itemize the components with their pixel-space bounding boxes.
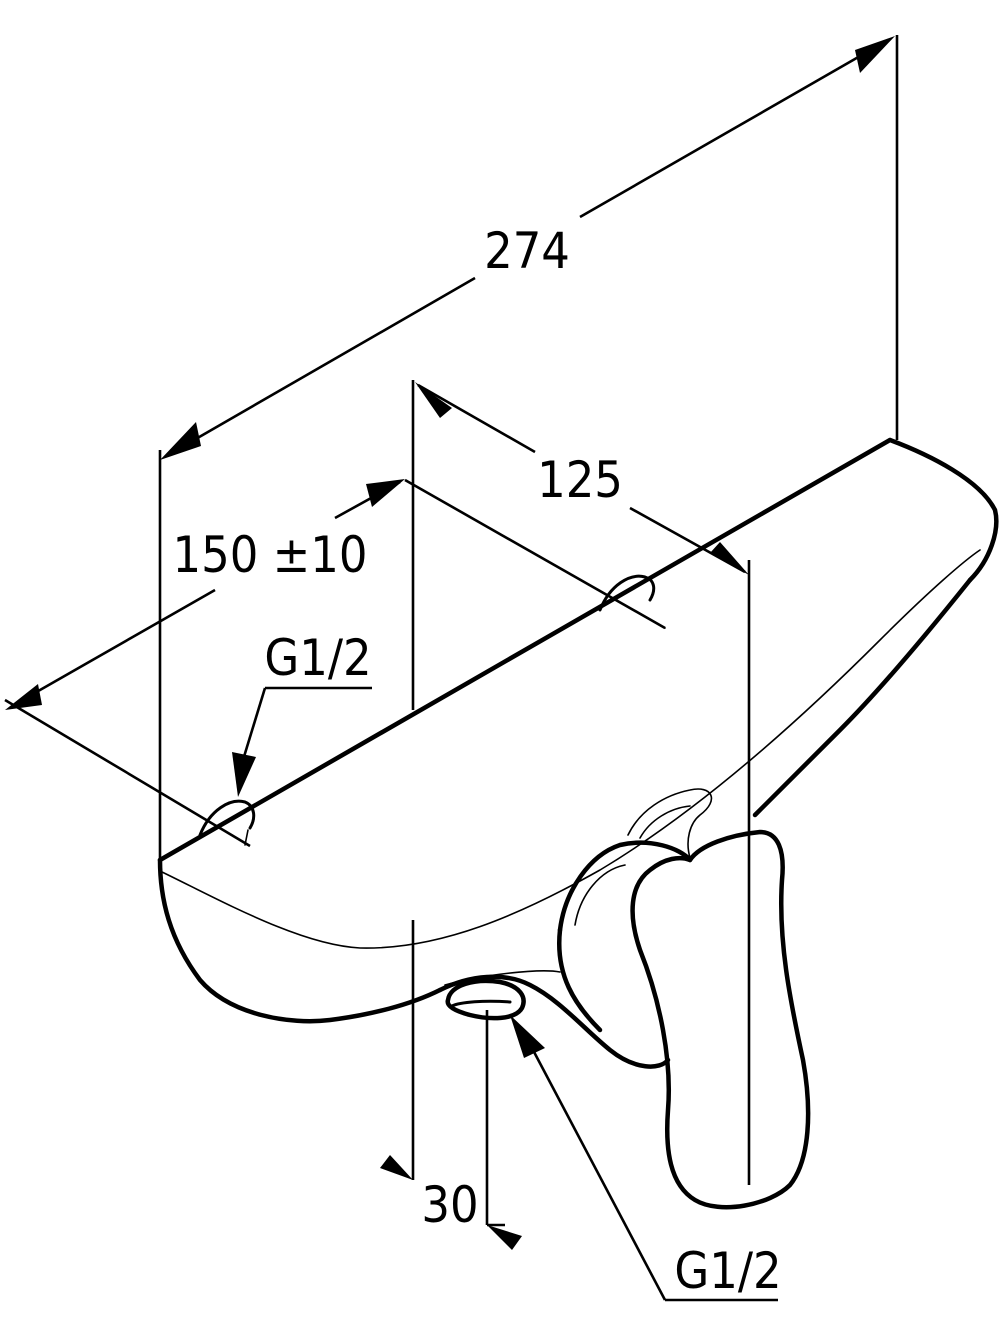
dim-30-label: 30 (421, 1176, 478, 1234)
arrowhead (415, 382, 452, 418)
dim-overall-width: 274 (160, 36, 895, 460)
thread-inlet: G1/2 (232, 629, 372, 797)
mixer-handle (556, 788, 811, 1210)
mixer-body (157, 437, 999, 1069)
outlet-fitting (444, 970, 561, 1021)
inlet-bosses (198, 574, 666, 846)
dim-274-label: 274 (484, 222, 570, 280)
arrowhead (710, 542, 749, 575)
arrowhead (380, 1155, 413, 1180)
dim-outlet-offset: 30 (380, 1155, 522, 1250)
arrowhead (160, 422, 201, 460)
g12-inlet-label: G1/2 (264, 629, 371, 687)
thread-outlet: G1/2 (510, 1015, 782, 1302)
arrowhead (366, 479, 405, 507)
dim-125-label: 125 (537, 451, 623, 509)
dim-depth: 125 (415, 382, 749, 575)
extension-lines (4, 35, 899, 1225)
arrowhead (5, 684, 42, 710)
dim-center-distance: 150 ±10 (5, 479, 405, 710)
dim-150-label: 150 ±10 (172, 526, 367, 584)
arrowhead (232, 752, 256, 797)
arrowhead (855, 36, 895, 73)
arrowhead (510, 1015, 545, 1058)
g12-outlet-label: G1/2 (674, 1242, 781, 1300)
arrowhead (487, 1225, 522, 1250)
